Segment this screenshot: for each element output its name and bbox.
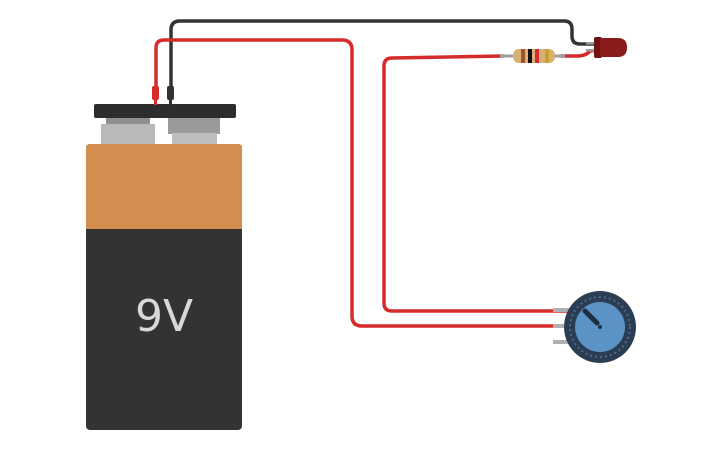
- resistor[interactable]: [500, 49, 565, 63]
- led[interactable]: [586, 37, 627, 58]
- negative-lead-tip: [167, 86, 174, 100]
- positive-wire[interactable]: [154, 38, 570, 328]
- battery-9v[interactable]: 9V: [86, 86, 242, 430]
- signal-wire[interactable]: [382, 54, 570, 313]
- potentiometer-pointer: [582, 308, 600, 326]
- battery-label: 9V: [135, 291, 193, 342]
- resistor-band-4: [545, 49, 549, 63]
- resistor-band-3: [535, 49, 539, 63]
- wires: [154, 19, 600, 328]
- battery-clip: [94, 104, 236, 118]
- led-body: [600, 38, 627, 57]
- resistor-band-1: [521, 49, 525, 63]
- potentiometer[interactable]: [553, 291, 636, 363]
- negative-wire[interactable]: [169, 19, 600, 94]
- positive-terminal: [106, 118, 150, 126]
- positive-lead-tip: [152, 86, 159, 100]
- resistor-band-2: [528, 49, 532, 63]
- negative-terminal: [168, 118, 220, 134]
